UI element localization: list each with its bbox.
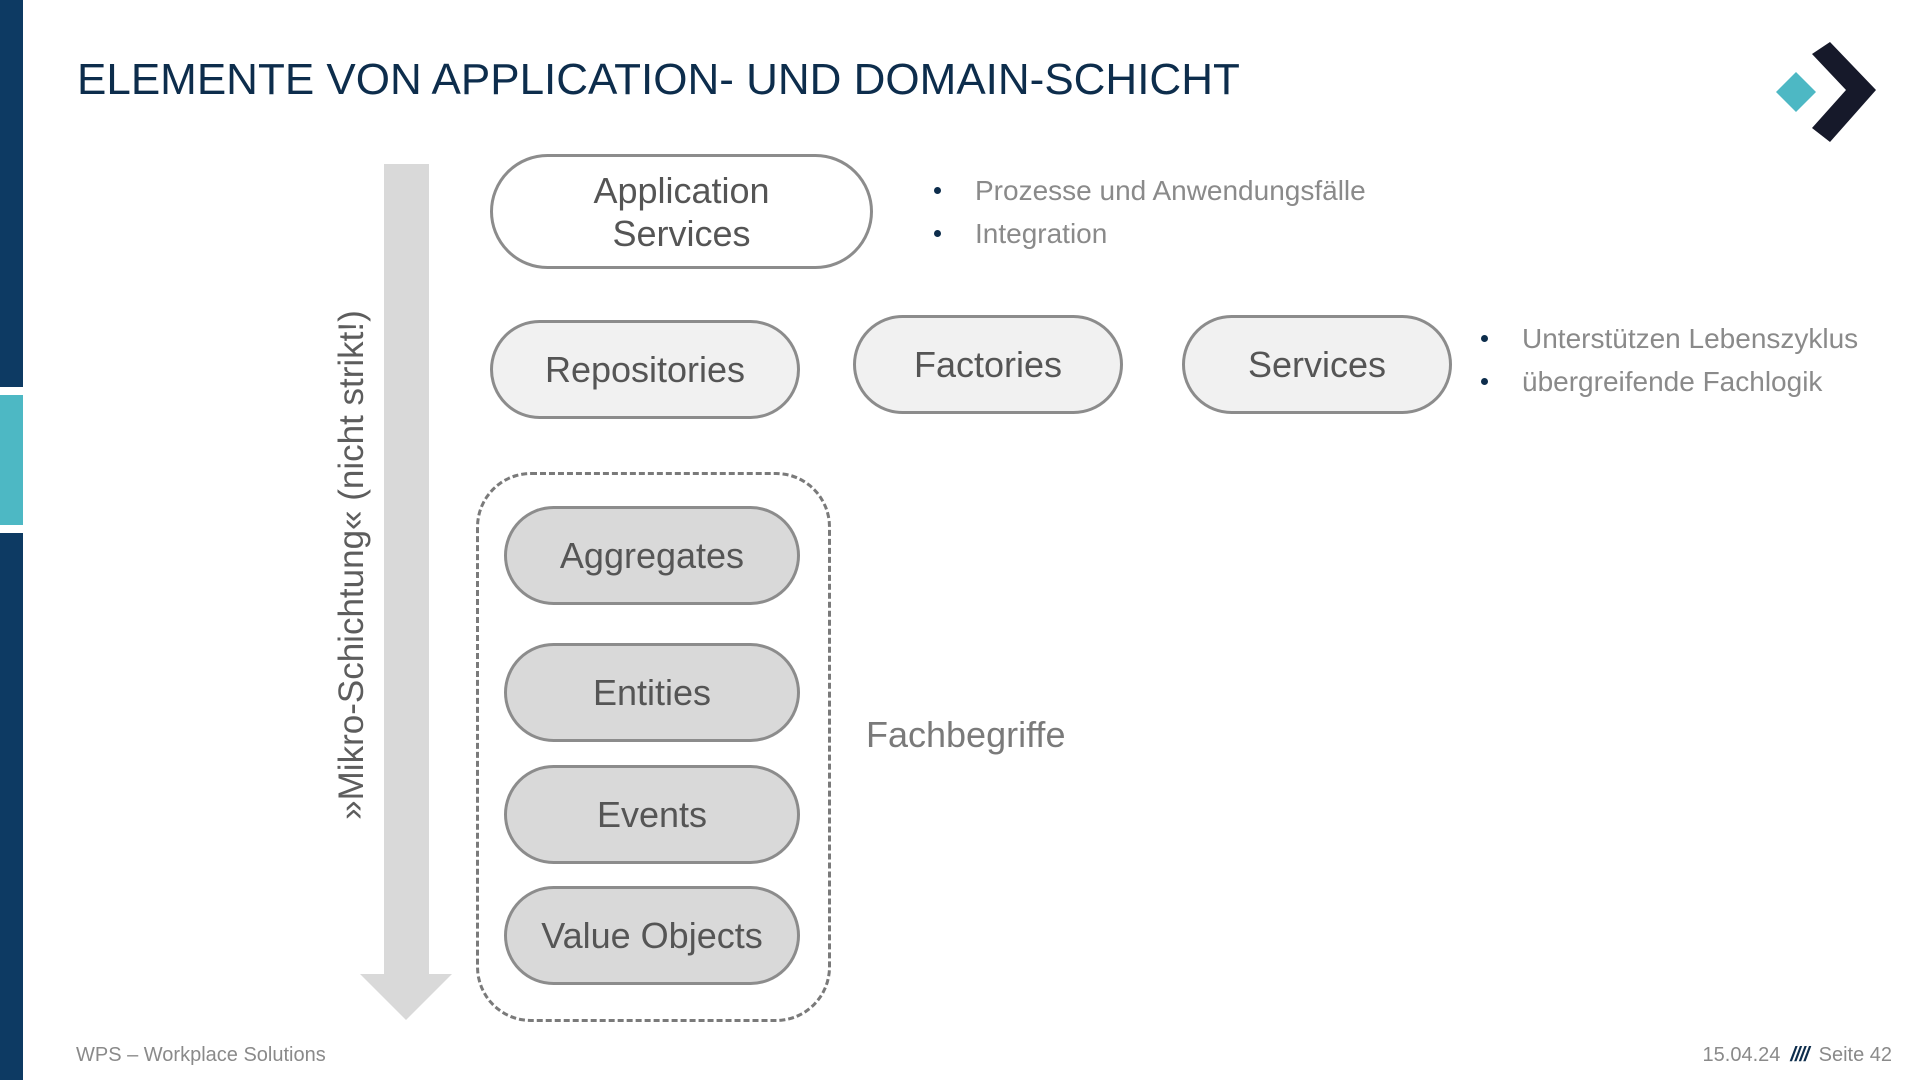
events-label: Events <box>596 794 708 835</box>
arrow-shaft <box>384 164 429 974</box>
note-item: Prozesse und Anwendungsfälle <box>930 169 1366 212</box>
bullet-dot <box>934 230 941 237</box>
footer-page-number: Seite 42 <box>1818 1044 1892 1066</box>
arrow-head <box>360 974 452 1020</box>
side-accent-top <box>0 0 23 387</box>
footer-company: WPS – Workplace Solutions <box>76 1044 326 1066</box>
note-item: Integration <box>930 212 1366 255</box>
footer-separator: //// <box>1790 1044 1809 1066</box>
side-accent-bottom <box>0 533 23 1080</box>
side-accent-middle <box>0 395 23 525</box>
factories-label: Factories <box>913 344 1063 385</box>
company-logo <box>1776 42 1876 142</box>
layering-arrow <box>360 164 452 1020</box>
repositories-label: Repositories <box>544 349 746 390</box>
services-label: Services <box>1247 344 1387 385</box>
footer-date: 15.04.24 <box>1702 1044 1781 1066</box>
aggregates-label: Aggregates <box>559 535 745 576</box>
note-text: übergreifende Fachlogik <box>1522 366 1823 397</box>
value-objects-label: Value Objects <box>541 915 763 956</box>
micro-layering-label: »Mikro-Schichtung« (nicht strikt!) <box>332 310 371 820</box>
application-services-label-line1: Application <box>593 169 770 211</box>
repositories-box: Repositories <box>490 320 800 419</box>
services-notes: Unterstützen Lebenszyklus übergreifende … <box>1477 317 1858 403</box>
logo-chevron <box>1812 42 1876 142</box>
domain-terms-label: Fachbegriffe <box>866 714 1066 755</box>
events-box: Events <box>504 765 800 864</box>
logo-diamond <box>1776 72 1816 112</box>
bullet-dot <box>1481 378 1488 385</box>
application-services-box: Application Services <box>490 154 873 269</box>
note-text: Prozesse und Anwendungsfälle <box>975 175 1366 206</box>
note-item: übergreifende Fachlogik <box>1477 360 1858 403</box>
factories-box: Factories <box>853 315 1123 414</box>
value-objects-box: Value Objects <box>504 886 800 985</box>
application-services-notes: Prozesse und Anwendungsfälle Integration <box>930 169 1366 255</box>
services-box: Services <box>1182 315 1452 414</box>
entities-label: Entities <box>592 672 712 713</box>
domain-terms-group <box>476 472 831 1022</box>
entities-box: Entities <box>504 643 800 742</box>
aggregates-box: Aggregates <box>504 506 800 605</box>
bullet-dot <box>1481 335 1488 342</box>
note-text: Unterstützen Lebenszyklus <box>1522 323 1859 354</box>
note-item: Unterstützen Lebenszyklus <box>1477 317 1858 360</box>
bullet-dot <box>934 187 941 194</box>
note-text: Integration <box>975 218 1108 249</box>
application-services-label-line2: Services <box>612 212 751 254</box>
footer-page-info: 15.04.24 //// Seite 42 <box>1703 1044 1892 1067</box>
slide-title: ELEMENTE VON APPLICATION- UND DOMAIN-SCH… <box>77 55 1240 104</box>
